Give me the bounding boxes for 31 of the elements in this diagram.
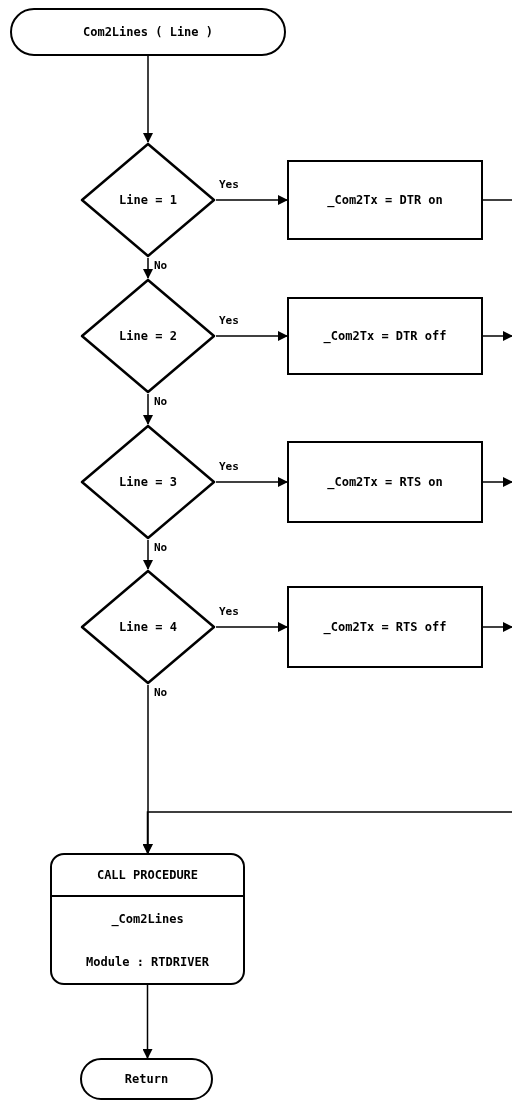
heading-text: CALL PROCEDURE: [96, 867, 199, 884]
process-box: _Com2Tx = DTR off: [287, 297, 483, 375]
arrow: [482, 622, 512, 632]
arrow: [215, 331, 288, 341]
procedure-call-box: [50, 853, 245, 985]
arrow: [143, 393, 153, 425]
process-box: _Com2Tx = RTS on: [287, 441, 483, 523]
terminal-box: Com2Lines ( Line ): [10, 8, 286, 56]
process-box: _Com2Tx = DTR on: [287, 160, 483, 240]
condition-text: Line = 3: [119, 474, 177, 491]
decision-diamond: [80, 569, 216, 685]
arrow: [482, 331, 512, 341]
arrow: [482, 477, 512, 487]
arrow: [142, 811, 512, 854]
process-box: _Com2Tx = RTS off: [287, 586, 483, 668]
procedure-text: _Com2Lines: [111, 910, 184, 928]
arrow: [215, 195, 288, 205]
arrow: [142, 984, 153, 1059]
decision-diamond: [80, 278, 216, 394]
arrow: [215, 477, 288, 487]
procedure-text: Module : RTDRIVER: [86, 953, 209, 971]
arrow: [143, 55, 153, 143]
decision-diamond: [80, 424, 216, 540]
condition-text: Line = 2: [119, 328, 177, 345]
condition-text: Line = 4: [119, 619, 177, 636]
terminal-box: Return: [80, 1058, 213, 1100]
decision-diamond: [80, 142, 216, 258]
condition-text: Line = 1: [119, 192, 177, 209]
arrow: [143, 257, 153, 279]
arrow: [143, 539, 153, 570]
arrow: [215, 622, 288, 632]
